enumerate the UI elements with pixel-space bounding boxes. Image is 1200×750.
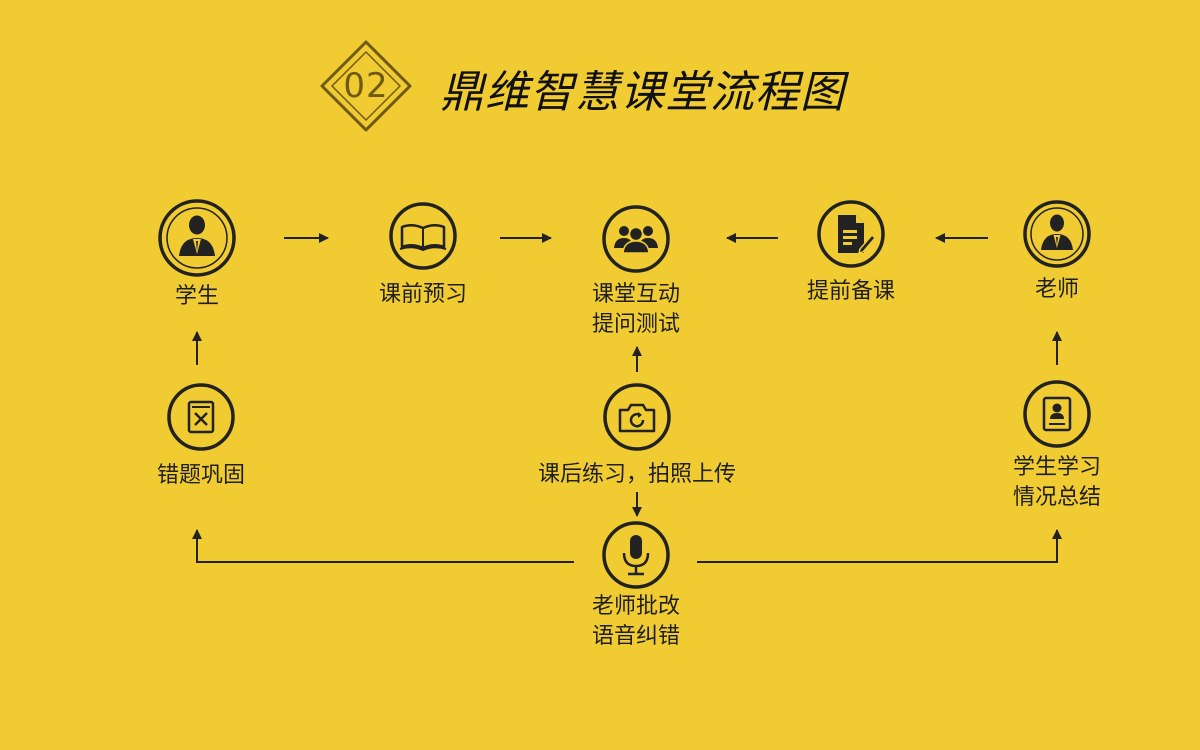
- label-line: 提前备课: [806, 279, 895, 304]
- label-line: 老师: [1034, 277, 1079, 302]
- label-mistakes: 错题巩固: [81, 461, 321, 491]
- label-line: 错题巩固: [156, 463, 245, 488]
- label-grading: 老师批改 语音纠错: [516, 592, 756, 652]
- label-summary: 学生学习 情况总结: [937, 453, 1177, 513]
- label-prep: 提前备课: [731, 277, 971, 307]
- label-line: 学生: [174, 284, 219, 309]
- arrow-grading-to-mistakes: [192, 529, 574, 563]
- label-preview: 课前预习: [303, 280, 543, 310]
- teacher-avatar-icon: [1023, 200, 1091, 268]
- label-line: 老师批改: [591, 594, 680, 619]
- label-line: 情况总结: [1012, 485, 1101, 510]
- arrow-grading-to-summary: [697, 529, 1062, 563]
- label-interaction: 课堂互动 提问测试: [516, 280, 756, 340]
- label-line: 课前预习: [378, 282, 467, 307]
- diagram-title: 鼎维智慧课堂流程图: [440, 67, 845, 118]
- group-people-icon: [602, 205, 670, 273]
- label-line: 语音纠错: [591, 624, 680, 649]
- label-line: 学生学习: [1012, 455, 1101, 480]
- label-teacher: 老师: [937, 275, 1177, 305]
- label-line: 课后练习，拍照上传: [537, 462, 736, 487]
- label-student: 学生: [77, 282, 317, 312]
- microphone-icon: [602, 521, 670, 589]
- open-book-icon: [389, 202, 457, 270]
- section-badge: 02: [318, 38, 414, 134]
- error-book-icon: [167, 383, 235, 451]
- document-edit-icon: [817, 200, 885, 268]
- diamond-frame-icon: [320, 40, 412, 132]
- camera-icon: [603, 383, 671, 451]
- student-avatar-icon: [158, 199, 236, 277]
- section-number: 02: [343, 66, 389, 106]
- label-line: 课堂互动: [591, 282, 680, 307]
- profile-card-icon: [1023, 380, 1091, 448]
- label-homework: 课后练习，拍照上传: [517, 460, 757, 490]
- label-line: 提问测试: [591, 312, 680, 337]
